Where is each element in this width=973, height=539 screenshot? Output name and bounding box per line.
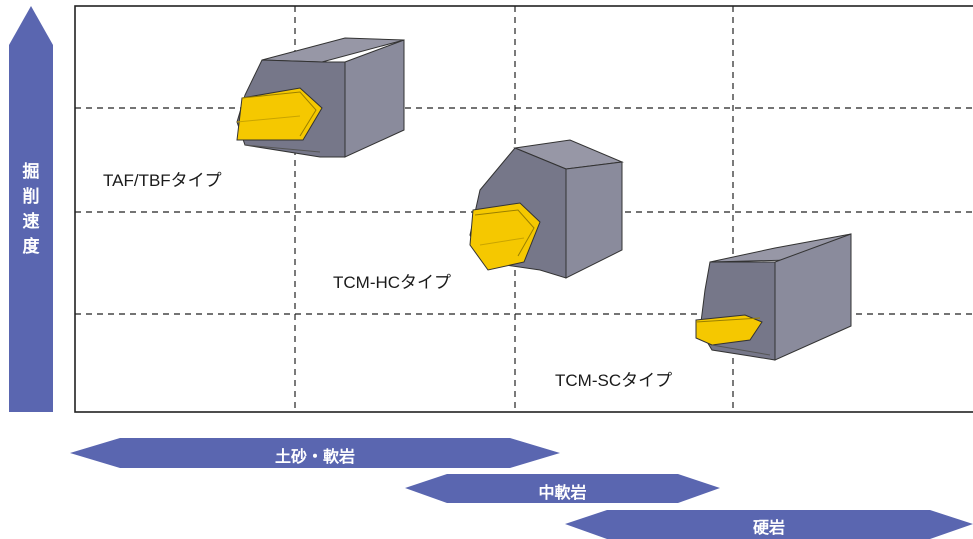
y-axis-char: 度: [22, 237, 40, 257]
tool-taf-tbf: [236, 37, 405, 158]
range-arrow-medium: [405, 474, 720, 503]
tool-tcm-sc: [695, 233, 852, 361]
range-label-hard: 硬岩: [752, 518, 785, 537]
range-label-medium: 中軟岩: [538, 483, 587, 502]
carbide-tip: [469, 202, 541, 271]
range-label-soft: 土砂・軟岩: [274, 447, 355, 466]
speed-arrow: [9, 6, 53, 412]
tool-label-tcm-sc: TCM-SCタイプ: [555, 371, 673, 390]
y-axis-char: 速: [22, 212, 40, 232]
carbide-tip: [236, 87, 323, 141]
carbide-tip: [695, 314, 763, 346]
y-axis-label: 掘 削 速 度: [14, 160, 48, 260]
tool-label-taf-tbf: TAF/TBFタイプ: [103, 171, 222, 190]
y-axis-char: 削: [22, 187, 40, 207]
range-arrow-soft: [70, 438, 560, 468]
chart-frame: [74, 5, 973, 413]
y-axis-char: 掘: [22, 162, 40, 182]
tool-tcm-hc: [469, 139, 624, 279]
range-arrow-hard: [565, 510, 973, 539]
tool-label-tcm-hc: TCM-HCタイプ: [333, 273, 452, 292]
